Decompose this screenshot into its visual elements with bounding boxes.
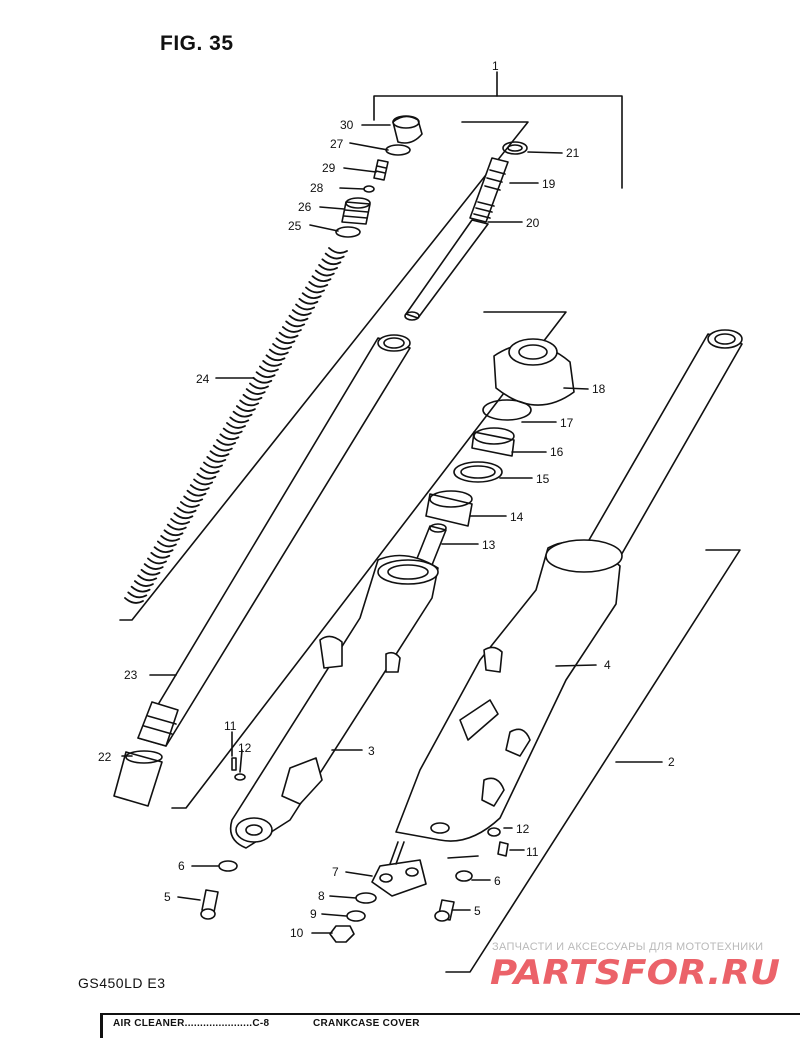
nut-10 [329, 925, 355, 943]
fork-outer-4 [395, 539, 623, 842]
stanchion-tube [573, 329, 743, 579]
bolt-11b [497, 841, 509, 857]
bolt-5a [200, 889, 219, 920]
watermark-caption: ЗАПЧАСТИ И АКСЕССУАРЫ ДЛЯ МОТОТЕХНИКИ [492, 941, 764, 953]
part-label-26: 26 [298, 200, 312, 214]
part-label-5a: 5 [164, 890, 171, 904]
washer-15 [453, 461, 503, 483]
part-label-24: 24 [196, 372, 210, 386]
ring-21 [502, 141, 528, 155]
outer-tube-3 [229, 554, 439, 849]
part-label-5b: 5 [474, 904, 481, 918]
bracket-item-1 [373, 95, 623, 189]
part-label-12b: 12 [516, 822, 530, 836]
part-label-29: 29 [322, 161, 336, 175]
washer-6a [218, 860, 238, 872]
part-label-22: 22 [98, 750, 112, 764]
part-label-6a: 6 [178, 859, 185, 873]
footer-index-bar: AIR CLEANER......................C-8 CRA… [100, 1013, 800, 1038]
outline-cylinder-set [171, 311, 567, 809]
damper-rod-19-20 [404, 157, 509, 321]
o-ring-28 [363, 185, 375, 193]
washer-25 [335, 226, 361, 238]
watermark-logo-text: PARTSFOR.RU [490, 953, 780, 991]
part-label-18: 18 [592, 382, 606, 396]
part-label-4: 4 [604, 658, 611, 672]
figure-title: FIG. 35 [160, 32, 234, 55]
spring-coil-path [124, 247, 348, 604]
slide-bushing-22 [113, 750, 163, 807]
washer-12b [487, 827, 501, 837]
fork-cap-30 [392, 115, 423, 144]
outline-outer-set [445, 549, 741, 973]
part-label-6b: 6 [494, 874, 501, 888]
part-label-13: 13 [482, 538, 496, 552]
circlip-17 [482, 399, 532, 421]
part-label-10: 10 [290, 926, 304, 940]
part-label-16: 16 [550, 445, 564, 459]
bushing-14 [425, 490, 473, 527]
part-label-25: 25 [288, 219, 302, 233]
part-label-2: 2 [668, 755, 675, 769]
part-label-11b: 11 [526, 845, 539, 859]
washer-8 [355, 892, 377, 904]
footer-item-air-cleaner[interactable]: AIR CLEANER......................C-8 [113, 1018, 270, 1029]
part-label-11a: 11 [224, 719, 237, 733]
bolt-5b [434, 899, 455, 922]
washer-12a [234, 773, 246, 781]
oil-seal-16 [471, 427, 515, 457]
washer-6b [455, 870, 473, 882]
model-code: GS450LD E3 [78, 975, 166, 991]
part-label-14: 14 [510, 510, 524, 524]
o-ring-27 [385, 144, 411, 156]
fork-spring-24 [124, 247, 348, 604]
footer-item-crankcase-cover[interactable]: CRANKCASE COVER [313, 1018, 420, 1029]
washer-9 [346, 910, 366, 922]
watermark-logo: PARTSFOR.RU [490, 953, 780, 991]
inner-tube-23 [137, 334, 411, 747]
dust-seal-18 [493, 338, 575, 406]
part-label-27: 27 [330, 137, 344, 151]
part-label-19: 19 [542, 177, 556, 191]
part-label-21: 21 [566, 146, 580, 160]
part-label-23: 23 [124, 668, 138, 682]
part-label-1: 1 [492, 59, 499, 73]
axle-holder-7 [371, 859, 427, 897]
spacer-26 [341, 197, 371, 225]
part-label-30: 30 [340, 118, 354, 132]
part-label-12a: 12 [238, 741, 252, 755]
part-label-15: 15 [536, 472, 550, 486]
part-label-8: 8 [318, 889, 325, 903]
outline-spring-set [119, 121, 529, 621]
part-label-9: 9 [310, 907, 317, 921]
part-label-20: 20 [526, 216, 540, 230]
part-label-7: 7 [332, 865, 339, 879]
bolt-11a [231, 757, 237, 771]
valve-29 [373, 159, 389, 181]
part-label-28: 28 [310, 181, 324, 195]
part-label-17: 17 [560, 416, 574, 430]
part-label-3: 3 [368, 744, 375, 758]
